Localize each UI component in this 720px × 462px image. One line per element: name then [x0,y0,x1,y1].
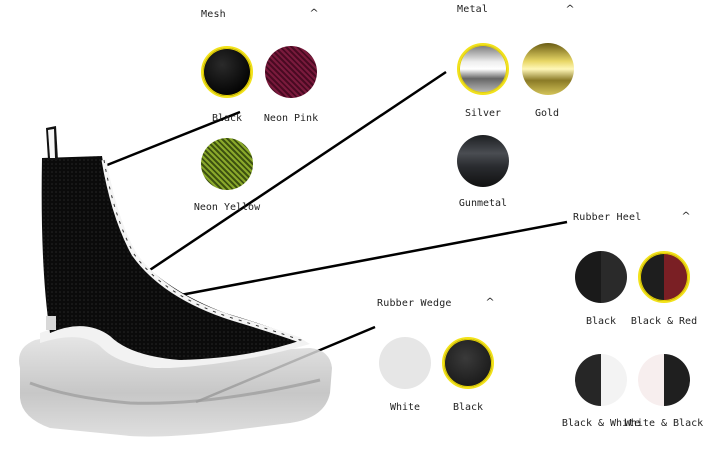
swatch-mesh-neon-yellow[interactable] [201,138,253,190]
label-wedge-white: White [389,402,421,413]
chevron-up-icon[interactable]: ^ [310,8,318,19]
label-wedge-black: Black [452,402,484,413]
label-heel-white-black: White & Black [624,418,704,429]
swatch-mesh-neon-pink[interactable] [265,46,317,98]
label-mesh-neon-pink: Neon Pink [263,113,319,124]
swatch-wedge-black[interactable] [442,337,494,389]
swatch-wedge-white[interactable] [379,337,431,389]
label-metal-silver: Silver [464,108,502,119]
swatch-heel-black-white[interactable] [575,354,627,406]
swatch-metal-gunmetal[interactable] [457,135,509,187]
swatch-mesh-black[interactable] [201,46,253,98]
label-metal-gold: Gold [534,108,560,119]
label-heel-black-red: Black & Red [630,316,698,327]
swatch-metal-gold[interactable] [522,43,574,95]
rubber-heel-title: Rubber Heel [573,212,642,223]
label-heel-black-white: Black & White [561,418,641,429]
mesh-title: Mesh [201,9,226,20]
swatch-heel-black[interactable] [575,251,627,303]
label-mesh-black: Black [211,113,243,124]
chevron-up-icon[interactable]: ^ [566,4,574,15]
chevron-up-icon[interactable]: ^ [486,297,494,308]
label-heel-black: Black [585,316,617,327]
label-metal-gunmetal: Gunmetal [458,198,508,209]
label-mesh-neon-yellow: Neon Yellow [193,202,261,213]
swatch-metal-silver[interactable] [457,43,509,95]
chevron-up-icon[interactable]: ^ [682,211,690,222]
rubber-wedge-title: Rubber Wedge [377,298,452,309]
swatch-heel-black-red[interactable] [638,251,690,303]
shoe-image [19,126,332,437]
swatch-heel-white-black[interactable] [638,354,690,406]
metal-title: Metal [457,4,489,15]
